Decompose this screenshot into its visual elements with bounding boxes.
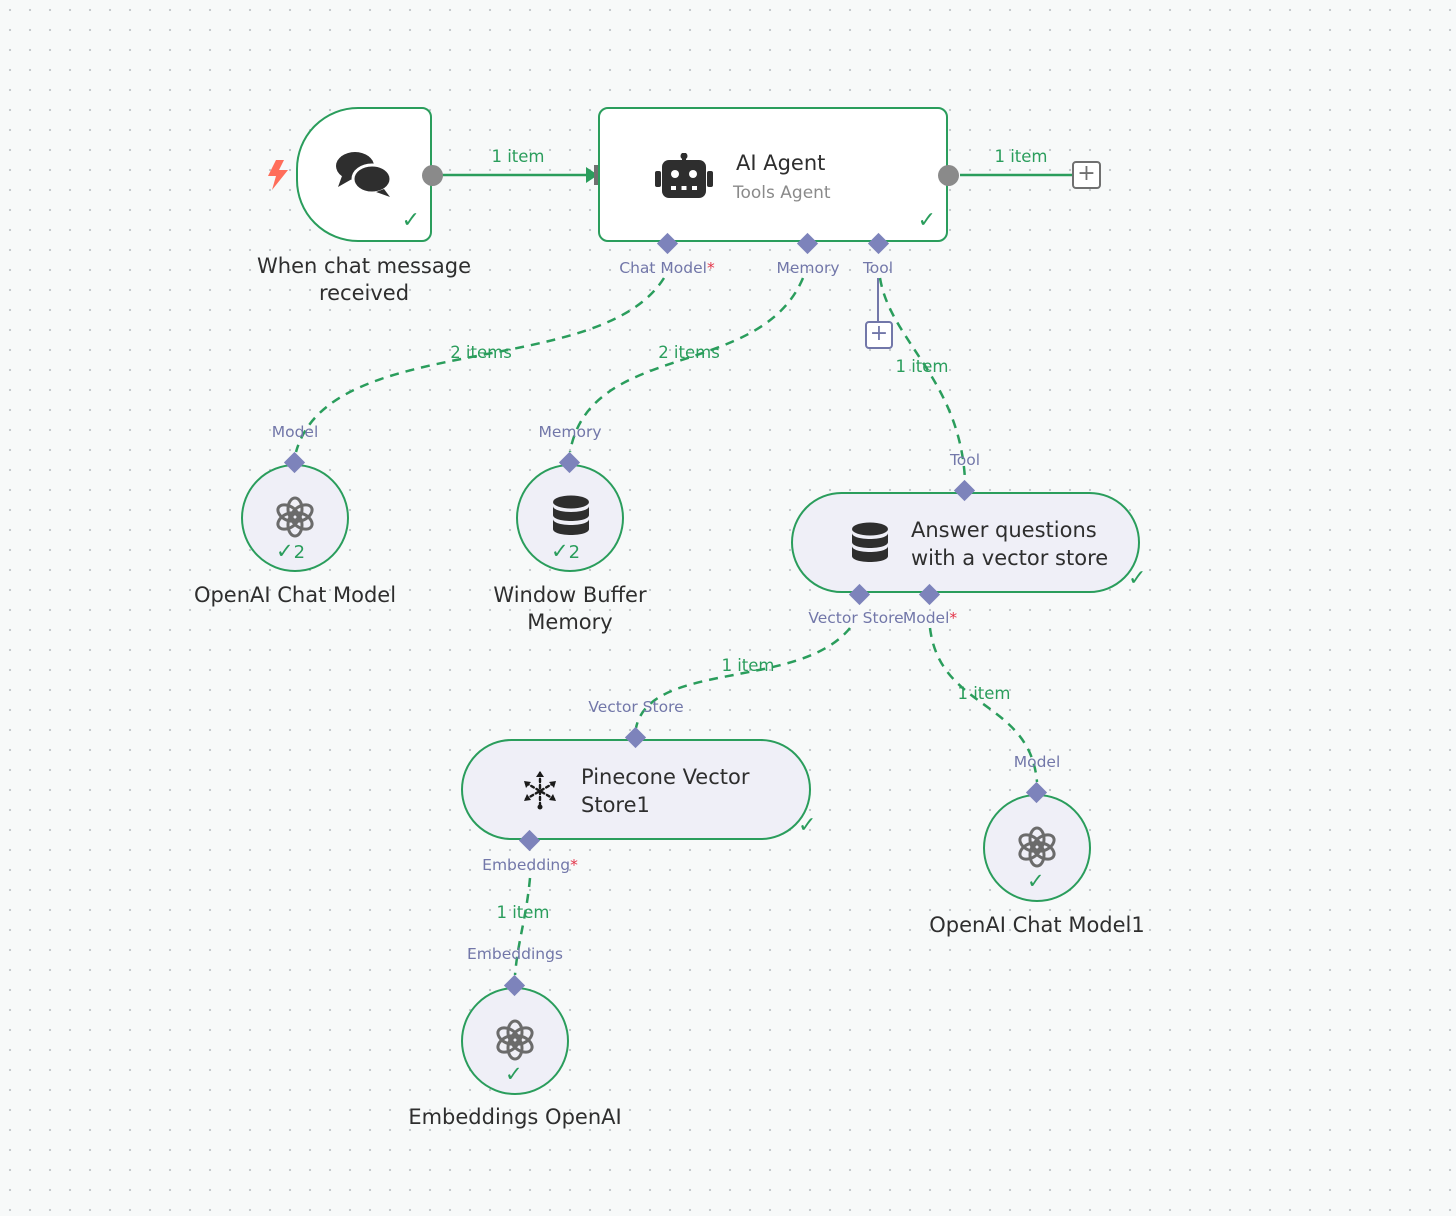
wire-tool [878,277,967,481]
handle-text: Embedding [482,856,571,874]
wire-aq-model [928,627,1039,783]
wire-chat-model [294,277,666,453]
edge-label-vector-store: 1 item [721,656,775,675]
robot-icon [655,152,713,205]
openai-icon [494,1019,536,1065]
wire-embedding [513,877,532,976]
success-check-icon: ✓2 [551,541,580,562]
node-ai-agent[interactable]: AI Agent Tools Agent ✓ [598,107,948,242]
success-check-icon: ✓ [798,813,817,838]
success-check-icon: ✓ [1128,566,1147,591]
node-openai-chat-model1[interactable]: ✓ [983,794,1091,902]
add-tool-button[interactable]: + [865,321,893,349]
output-handle[interactable] [422,165,443,186]
node-chat-trigger[interactable]: ✓ [296,107,432,242]
handle-label-tool: Tool [862,259,894,277]
node-label-window-buffer-memory: Window Buffer Memory [493,583,647,634]
node-title-ai-agent: AI Agent [736,151,826,175]
node-title-answer-line2: with a vector store [911,546,1109,570]
node-title-pinecone-line2: Store1 [581,793,650,817]
node-label-embeddings-openai: Embeddings OpenAI [408,1105,622,1129]
edge-label-embedding: 1 item [496,903,550,922]
node-pinecone-vector-store[interactable]: Pinecone Vector Store1 [461,739,811,840]
run-count: 2 [568,542,581,563]
node-label-openai-chat-model: OpenAI Chat Model [193,583,397,607]
output-handle[interactable] [938,165,959,186]
node-label-openai-chat-model1: OpenAI Chat Model1 [929,913,1145,937]
required-mark: * [570,856,578,874]
database-icon [552,495,590,543]
required-mark: * [706,259,715,277]
edge-label-tool: 1 item [895,357,949,376]
handle-label-tool-in: Tool [949,451,981,469]
success-check-icon: ✓ [401,208,420,233]
edge-label-memory: 2 items [658,343,720,362]
run-count: 2 [293,542,306,563]
success-check-icon: ✓ [505,1062,523,1086]
pinecone-icon [520,769,560,815]
node-window-buffer-memory[interactable]: ✓2 [516,464,624,572]
node-title-answer-line1: Answer questions [911,518,1097,542]
node-subtitle-ai-agent: Tools Agent [733,183,831,203]
database-icon [851,522,889,570]
handle-label-vector-store: Vector Store [808,609,904,627]
handle-label-memory: Memory [776,259,840,277]
node-answer-questions[interactable]: Answer questions with a vector store [791,492,1140,593]
handle-label-memory-in: Memory [538,423,602,441]
handle-label-model1-in: Model [1013,753,1061,771]
handle-label-chat-model: Chat Model* [619,259,714,277]
success-check-icon: ✓2 [276,541,305,562]
edge-label-chat-model: 2 items [450,343,512,362]
trigger-bolt-icon [264,158,292,196]
success-check-icon: ✓ [917,208,936,233]
openai-icon [274,496,316,542]
handle-label-embeddings-in: Embeddings [467,945,563,963]
node-title-pinecone-line1: Pinecone Vector [581,765,750,789]
handle-label-embedding: Embedding* [482,856,578,874]
edge-label-agent-out: 1 item [994,147,1048,166]
edge-label-trigger-agent: 1 item [491,147,545,166]
wire-arrow [586,167,598,183]
wire-memory [568,277,805,453]
check-mark: ✓ [276,539,294,563]
openai-icon [1016,826,1058,872]
wire-vector-store [634,627,851,729]
handle-label-aq-model: Model* [903,609,957,627]
add-node-button[interactable]: + [1072,161,1101,189]
check-mark: ✓ [551,539,569,563]
handle-text: Chat Model [619,259,707,277]
chat-bubbles-icon [334,149,394,203]
node-openai-chat-model[interactable]: ✓2 [241,464,349,572]
node-label-chat-trigger: When chat message received [257,254,471,305]
handle-text: Model [902,609,950,627]
required-mark: * [949,609,958,627]
handle-label-model: Model [271,423,319,441]
success-check-icon: ✓ [1027,869,1045,893]
handle-label-pinecone-in: Vector Store [588,698,684,716]
edge-label-aq-model: 1 item [957,684,1011,703]
node-embeddings-openai[interactable]: ✓ [461,987,569,1095]
